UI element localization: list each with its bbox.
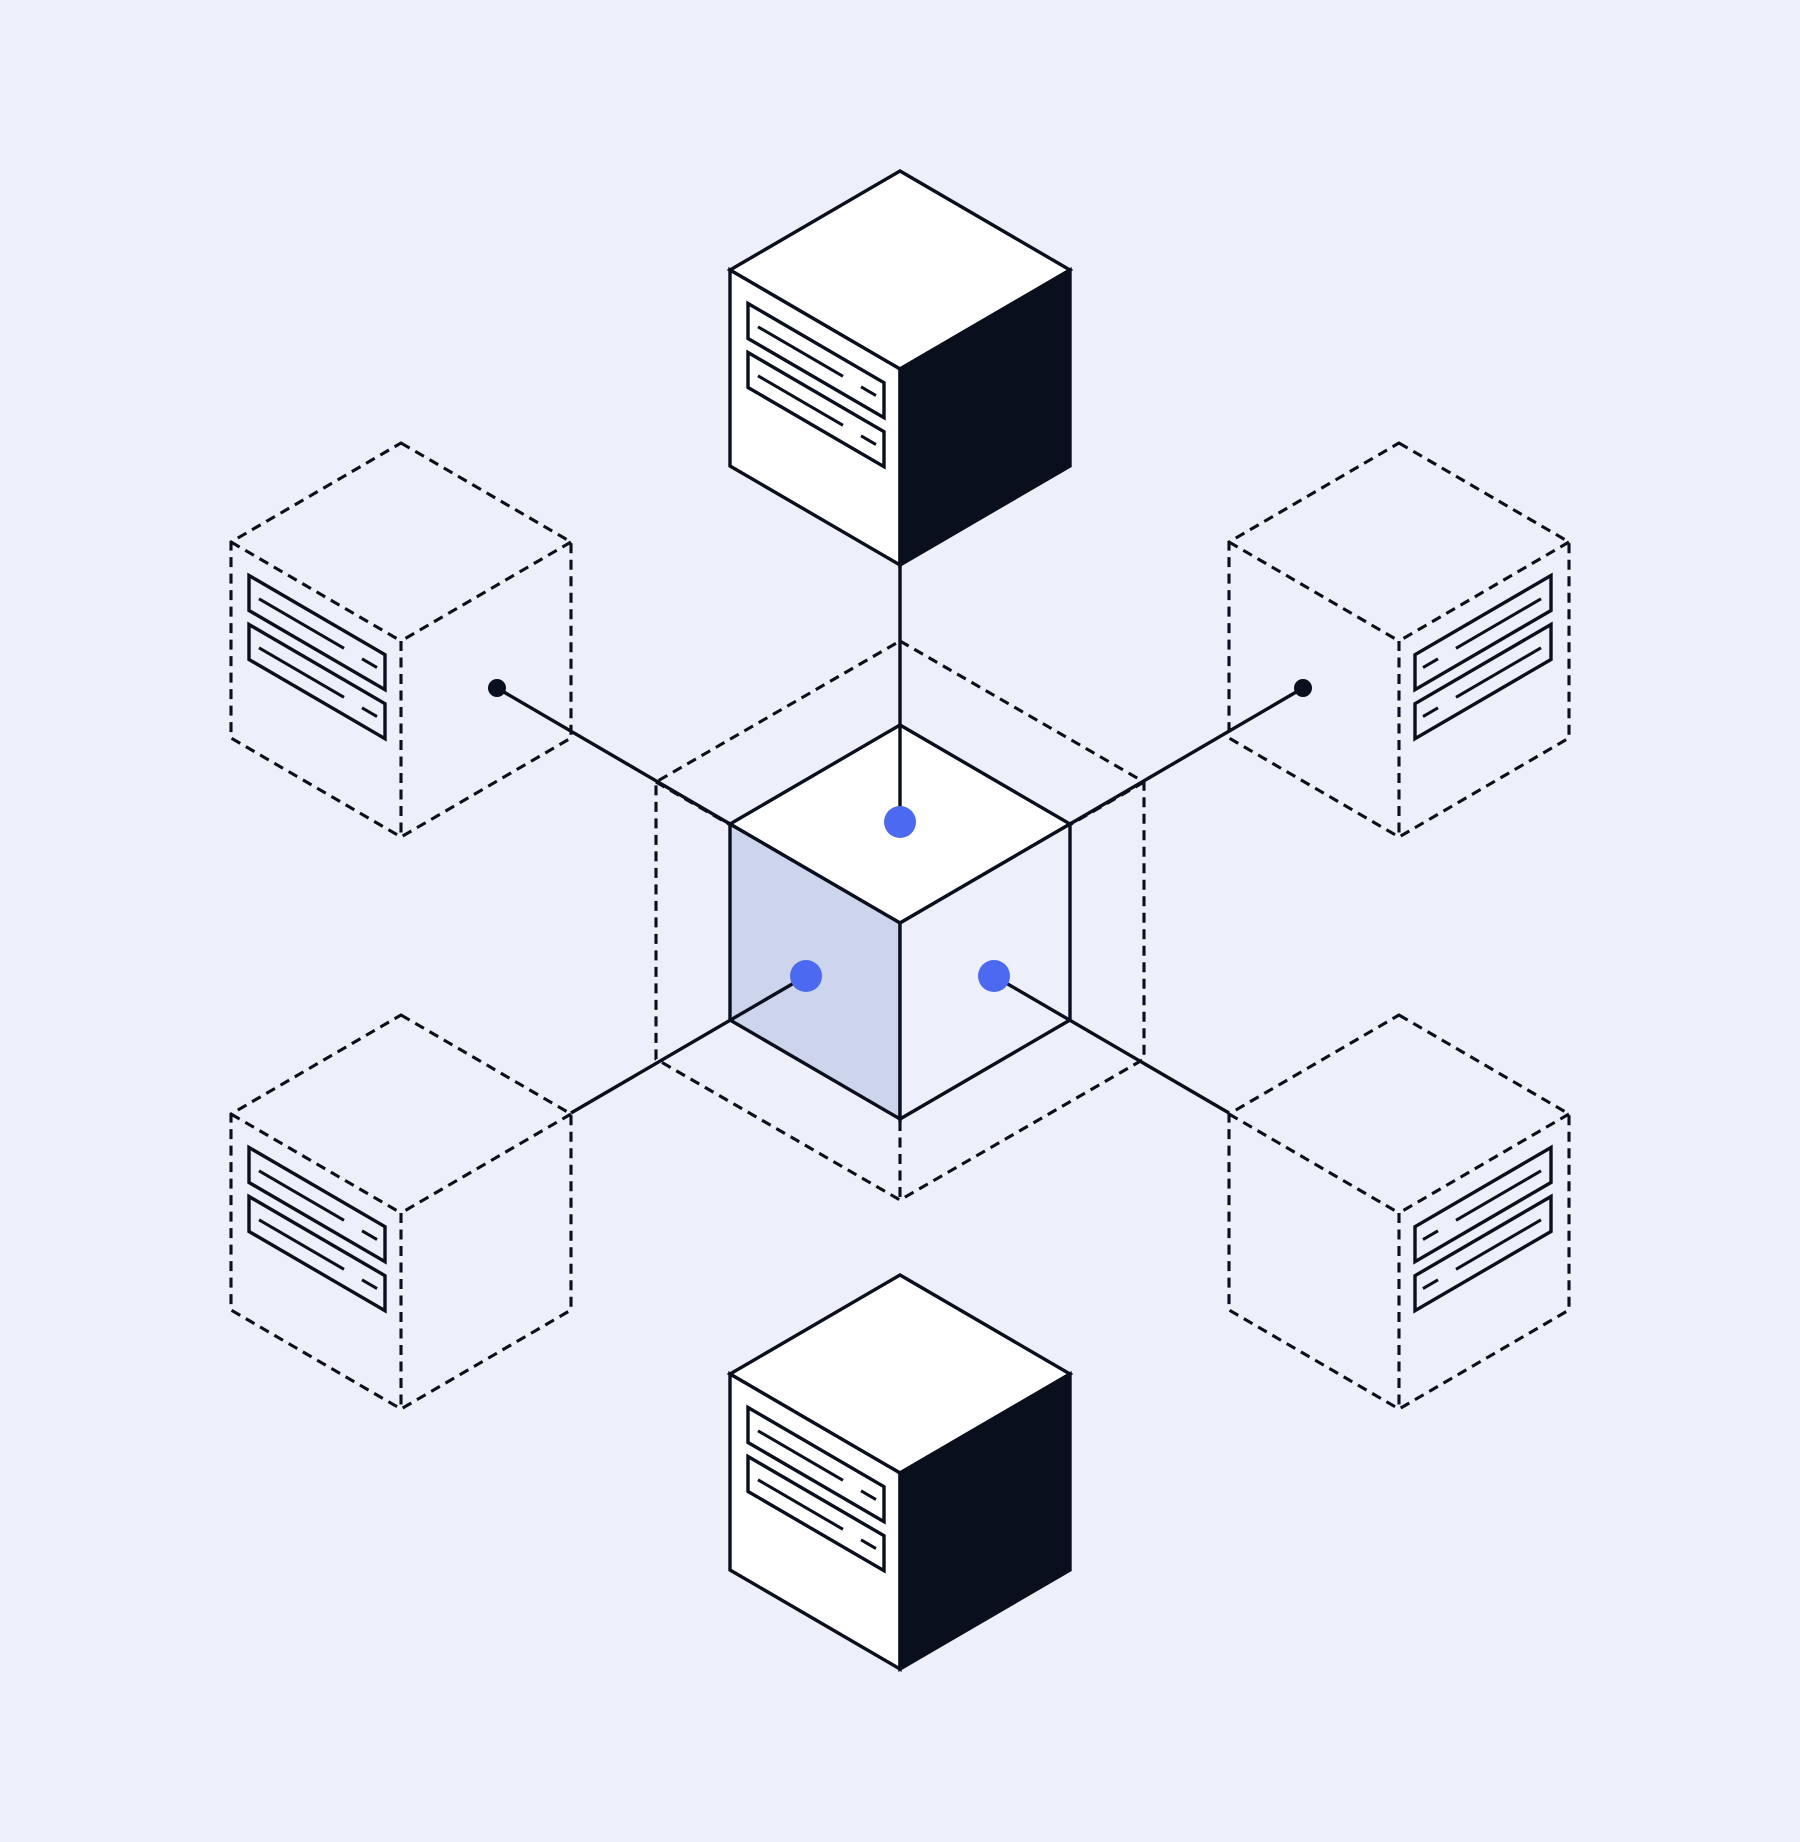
server-slot-detail-line (361, 657, 378, 669)
node-cube-bottom-left (229, 1013, 573, 1411)
center-right-face-node-dot (978, 960, 1010, 992)
link-top-left-node-to-center (496, 686, 731, 826)
server-slot-detail-line (1422, 706, 1439, 718)
server-slot-detail-line (258, 646, 345, 699)
server-slot-detail-line (757, 374, 844, 427)
server-slot-detail-line (1455, 597, 1542, 650)
server-cube-top (726, 169, 1074, 568)
server-slot-2 (1413, 621, 1553, 742)
server-slot-detail-line (860, 385, 877, 397)
server-slot-1 (247, 1144, 387, 1265)
cube-right-face (898, 267, 1072, 568)
server-cube-bottom (726, 1273, 1074, 1672)
server-slot-detail-line (1422, 1229, 1439, 1241)
server-slot-2 (1413, 1193, 1553, 1314)
node-cube-top-right (1227, 441, 1571, 839)
link-center-to-bottom-left-node (570, 974, 807, 1115)
link-center-to-bottom-right-node (993, 974, 1230, 1115)
center-left-face-node-dot (790, 960, 822, 992)
server-slot-detail-line (361, 1229, 378, 1241)
server-slot-detail-line (860, 1489, 877, 1501)
top-right-port-dot (1294, 679, 1312, 697)
server-slot-detail-line (757, 1429, 844, 1482)
center-top-face-node-dot (884, 806, 916, 838)
cube-right-face (898, 1371, 1072, 1672)
server-slot-detail-line (757, 325, 844, 378)
link-top-right-node-to-center (1069, 686, 1304, 826)
server-slot-detail-line (1455, 646, 1542, 699)
server-slot-detail-line (757, 1478, 844, 1531)
server-slot-detail-line (258, 1218, 345, 1271)
server-slot-detail-line (1455, 1169, 1542, 1222)
server-slot-detail-line (258, 1169, 345, 1222)
node-cube-bottom-right (1227, 1013, 1571, 1411)
server-slot-1 (1413, 572, 1553, 693)
server-slot-1 (247, 572, 387, 693)
server-slot-1 (1413, 1144, 1553, 1265)
server-slot-detail-line (361, 1278, 378, 1290)
server-slot-detail-line (860, 1538, 877, 1550)
server-slot-2 (247, 1193, 387, 1314)
server-slot-detail-line (1422, 1278, 1439, 1290)
server-slot-detail-line (258, 597, 345, 650)
top-left-port-dot (488, 679, 506, 697)
server-slot-detail-line (860, 434, 877, 446)
server-slot-detail-line (1422, 657, 1439, 669)
server-slot-2 (247, 621, 387, 742)
node-cube-top-left (229, 441, 573, 839)
server-slot-detail-line (361, 706, 378, 718)
server-slot-detail-line (1455, 1218, 1542, 1271)
